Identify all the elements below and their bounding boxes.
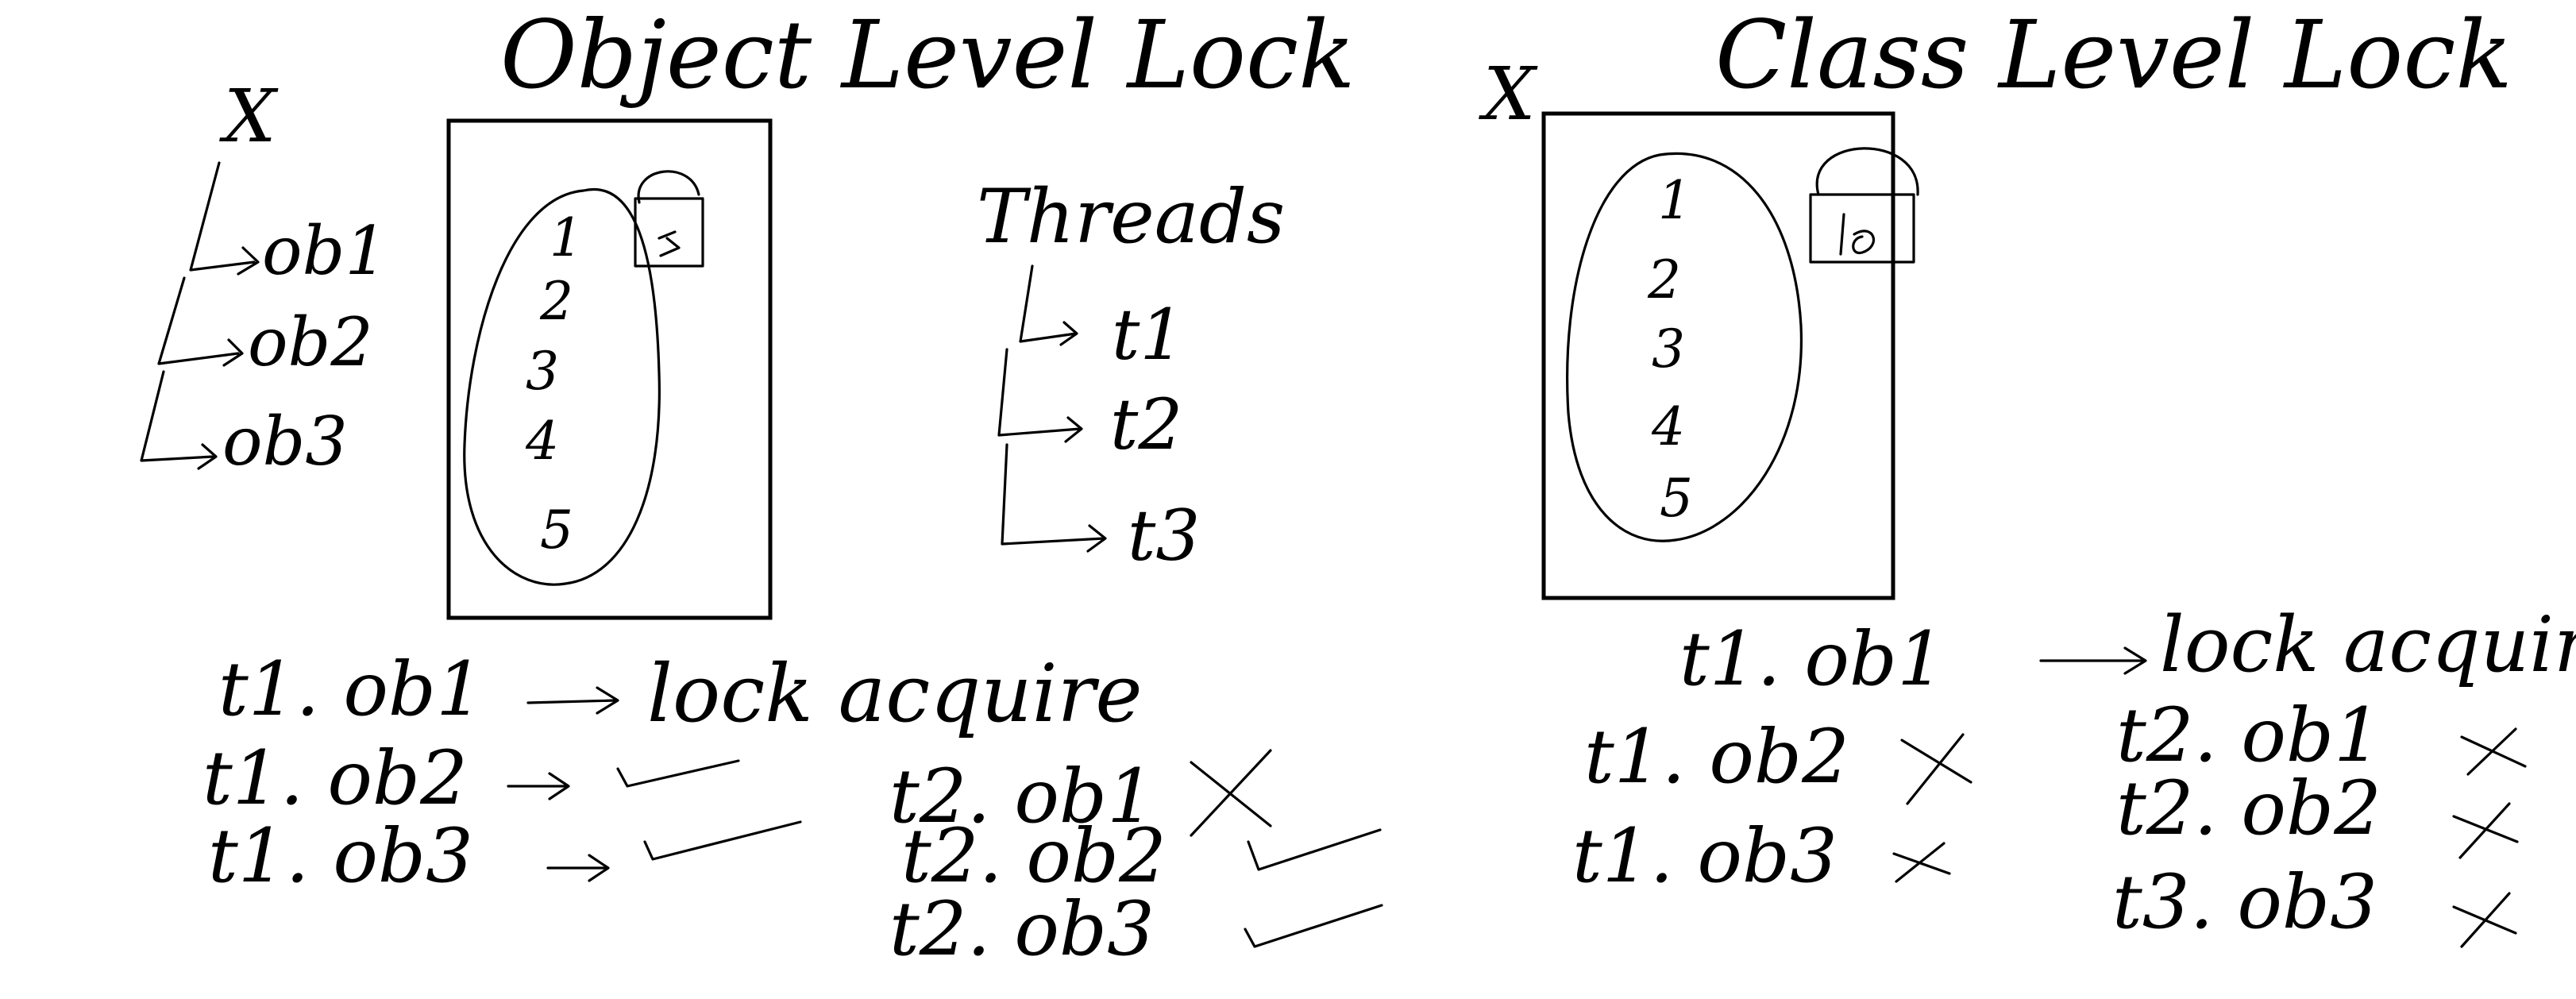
threads-label: Threads: [977, 174, 1285, 260]
call-t1-ob2-right: t1. ob2: [1584, 714, 1849, 800]
methods-oval: [463, 187, 661, 586]
method-1-right: 1: [1658, 170, 1691, 231]
method-2-right: 2: [1647, 249, 1681, 310]
padlock-icon-right: [1809, 147, 1919, 264]
method-4: 4: [525, 411, 559, 472]
check-t2-ob3: [1244, 904, 1383, 948]
call-t2-ob3: t2. ob3: [889, 886, 1155, 973]
thread-tree-arrows: [997, 264, 1107, 553]
method-5-right: 5: [1660, 468, 1693, 529]
arrow-t1-ob1-right: [2039, 646, 2147, 675]
cross-t1-ob3-right: [1892, 842, 1951, 883]
t1-ob1-right-result: lock acquire: [2160, 600, 2576, 689]
method-3: 3: [526, 341, 559, 402]
object-ob2: ob2: [248, 303, 373, 381]
methods-oval-right: [1566, 152, 1803, 542]
call-t2-ob2: t2. ob2: [901, 813, 1167, 900]
arrow-t1-ob2: [507, 772, 570, 800]
object-ob3: ob3: [222, 403, 348, 480]
cross-t1-ob2-right: [1900, 733, 1972, 805]
call-t1-ob2: t1. ob2: [202, 735, 468, 822]
call-t1-ob3-right: t1. ob3: [1572, 813, 1838, 900]
class-box: [446, 118, 773, 620]
method-1: 1: [550, 207, 583, 268]
method-2: 2: [539, 271, 573, 332]
thread-t1: t1: [1112, 294, 1184, 376]
padlock-icon: [634, 170, 704, 268]
method-3-right: 3: [1652, 318, 1685, 380]
object-ob1: ob1: [262, 212, 388, 290]
thread-t3: t3: [1128, 495, 1200, 577]
check-t1-ob2: [616, 759, 740, 788]
check-t1-ob3: [643, 820, 802, 861]
object-level-lock-title: Object Level Lock: [500, 0, 1355, 110]
cross-t2-ob1-right: [2460, 727, 2527, 776]
check-t2-ob2: [1247, 828, 1382, 871]
cross-t2-ob2-right: [2452, 802, 2519, 859]
cross-t2-ob1: [1190, 749, 1272, 837]
call-t3-ob3-right: t3. ob3: [2112, 859, 2377, 946]
arrow-t1-ob1: [526, 686, 619, 715]
call-t1-ob1-right: t1. ob1: [1679, 616, 1945, 703]
call-t2-ob1-right: t2. ob1: [2116, 692, 2381, 779]
object-level-lock-panel: Object Level Lock X ob1 ob2 ob3 1 2 3 4 …: [140, 0, 1383, 973]
arrow-t1-ob3: [546, 854, 610, 882]
call-t2-ob1: t2. ob1: [889, 754, 1155, 840]
thread-t2: t2: [1110, 384, 1182, 465]
t1-ob1-result: lock acquire: [647, 647, 1143, 740]
class-x-label: X: [219, 74, 279, 159]
class-level-lock-panel: Class Level Lock X 1 2 3 4 5 t1. ob1 loc…: [1479, 0, 2576, 948]
method-5: 5: [540, 499, 573, 561]
call-t1-ob1: t1. ob1: [218, 646, 484, 733]
class-x-label-right: X: [1479, 52, 1538, 137]
cross-t3-ob3-right: [2452, 892, 2517, 948]
call-t1-ob3: t1. ob3: [208, 813, 473, 900]
object-tree-arrows: [140, 161, 260, 470]
class-level-lock-title: Class Level Lock: [1715, 0, 2512, 110]
call-t2-ob2-right: t2. ob2: [2116, 766, 2381, 852]
class-box-right: [1541, 111, 1895, 600]
method-4-right: 4: [1651, 396, 1685, 457]
